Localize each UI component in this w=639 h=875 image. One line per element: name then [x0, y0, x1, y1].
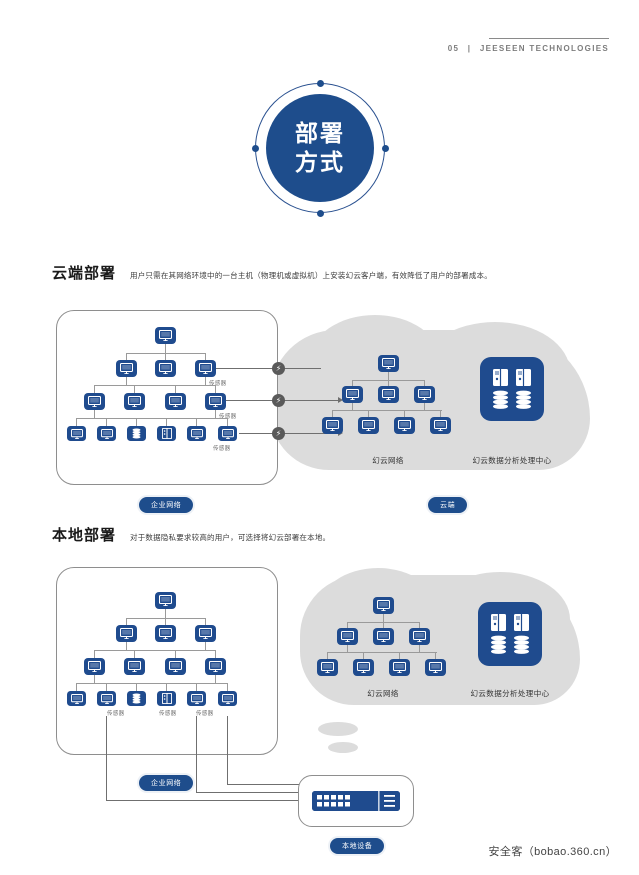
- cloud-network-node: [425, 659, 446, 676]
- network-node: [67, 426, 86, 441]
- sensor-label: 传感器: [209, 381, 227, 387]
- ring-dot-top-icon: [316, 79, 324, 87]
- ring-dot-bottom-icon: [316, 209, 324, 217]
- header-divider: [489, 38, 609, 39]
- database-node: [127, 426, 146, 441]
- data-center-icon: [480, 357, 544, 421]
- network-node: [187, 691, 206, 706]
- cloud-network-node: [342, 386, 363, 403]
- page-title-line2: 方式: [295, 149, 345, 175]
- cloud-network-node: [337, 628, 358, 645]
- arrow-head-icon: [338, 396, 343, 403]
- section-heading-cloud: 云端部署 用户只需在其网络环境中的一台主机（物理机或虚拟机）上安装幻云客户端，有…: [52, 262, 492, 283]
- cloud-network-node: [389, 659, 410, 676]
- page-title-badge: 部署 方式: [251, 79, 389, 217]
- network-node: [155, 592, 176, 609]
- cloud-puff-small-a: [318, 722, 358, 736]
- cloud-badge: 云端: [428, 497, 468, 513]
- cloud-network-caption: 幻云网络: [372, 456, 404, 465]
- header-separator: |: [467, 44, 472, 53]
- network-node: [124, 658, 145, 675]
- data-center-icon: [478, 602, 542, 666]
- cloud-network-node: [378, 386, 399, 403]
- section-heading-local: 本地部署 对于数据隐私要求较高的用户，可选择将幻云部署在本地。: [52, 524, 330, 545]
- sensor-label: 传感器: [159, 711, 177, 717]
- local-appliance-icon: [312, 791, 400, 811]
- uplink-line: [239, 433, 341, 435]
- cloud-network-node: [378, 355, 399, 372]
- header-brand-line: 05 | JEESEEN TECHNOLOGIES: [448, 44, 609, 53]
- lightning-bolt-icon: ⚡: [272, 362, 285, 375]
- brand-name: JEESEEN TECHNOLOGIES: [479, 44, 609, 53]
- cloud-network-node: [317, 659, 338, 676]
- uplink-line: [216, 368, 321, 370]
- network-node: [155, 625, 176, 642]
- data-center-caption: 幻云数据分析处理中心: [470, 689, 550, 698]
- cloud-network-node: [430, 417, 451, 434]
- cloud-network-node: [353, 659, 374, 676]
- network-node: [205, 393, 226, 410]
- network-node: [195, 625, 216, 642]
- network-node: [165, 393, 186, 410]
- sensor-label: 传感器: [219, 414, 237, 420]
- network-node: [67, 691, 86, 706]
- network-node: [124, 393, 145, 410]
- cloud-network-caption: 幻云网络: [367, 689, 399, 698]
- network-node: [97, 691, 116, 706]
- network-node: [84, 658, 105, 675]
- network-node: [195, 360, 216, 377]
- ring-dot-right-icon: [381, 144, 389, 152]
- sensor-label: 传感器: [107, 711, 125, 717]
- data-center-caption: 幻云数据分析处理中心: [472, 456, 552, 465]
- section-description: 对于数据隐私要求较高的用户，可选择将幻云部署在本地。: [130, 533, 331, 542]
- enterprise-network-badge: 企业网络: [139, 497, 194, 513]
- database-node: [127, 691, 146, 706]
- network-node: [155, 360, 176, 377]
- network-node: [84, 393, 105, 410]
- cloud-network-node: [394, 417, 415, 434]
- sensor-label: 传感器: [196, 711, 214, 717]
- network-node: [218, 691, 237, 706]
- network-node: [187, 426, 206, 441]
- lightning-bolt-icon: ⚡: [272, 427, 285, 440]
- cloud-network-node: [358, 417, 379, 434]
- network-node: [165, 658, 186, 675]
- cloud-puff-small-b: [328, 742, 358, 753]
- network-node: [97, 426, 116, 441]
- lightning-bolt-icon: ⚡: [272, 394, 285, 407]
- section-title: 本地部署: [52, 527, 117, 544]
- network-node: [116, 360, 137, 377]
- section-description: 用户只需在其网络环境中的一台主机（物理机或虚拟机）上安装幻云客户端，有效降低了用…: [130, 271, 492, 280]
- page-number: 05: [447, 44, 460, 53]
- cloud-network-node: [373, 597, 394, 614]
- sensor-label: 传感器: [213, 446, 231, 452]
- network-node: [155, 327, 176, 344]
- ring-dot-left-icon: [251, 144, 259, 152]
- local-device-badge: 本地设备: [330, 838, 385, 854]
- watermark: 安全客（bobao.360.cn）: [488, 846, 617, 858]
- network-node: [116, 625, 137, 642]
- cloud-network-node: [409, 628, 430, 645]
- page-title-line1: 部署: [295, 119, 345, 146]
- cloud-network-node: [373, 628, 394, 645]
- page-header: 05 | JEESEEN TECHNOLOGIES: [448, 38, 609, 53]
- network-node: [205, 658, 226, 675]
- cloud-network-node: [414, 386, 435, 403]
- server-node: [157, 426, 176, 441]
- cloud-network-node: [322, 417, 343, 434]
- network-node: [218, 426, 237, 441]
- server-node: [157, 691, 176, 706]
- section-title: 云端部署: [52, 265, 117, 282]
- cloud-deployment-diagram: 传感器 传感器 传感器 ⚡: [56, 310, 590, 513]
- enterprise-network-badge: 企业网络: [139, 775, 194, 791]
- page-title: 部署 方式: [266, 94, 374, 202]
